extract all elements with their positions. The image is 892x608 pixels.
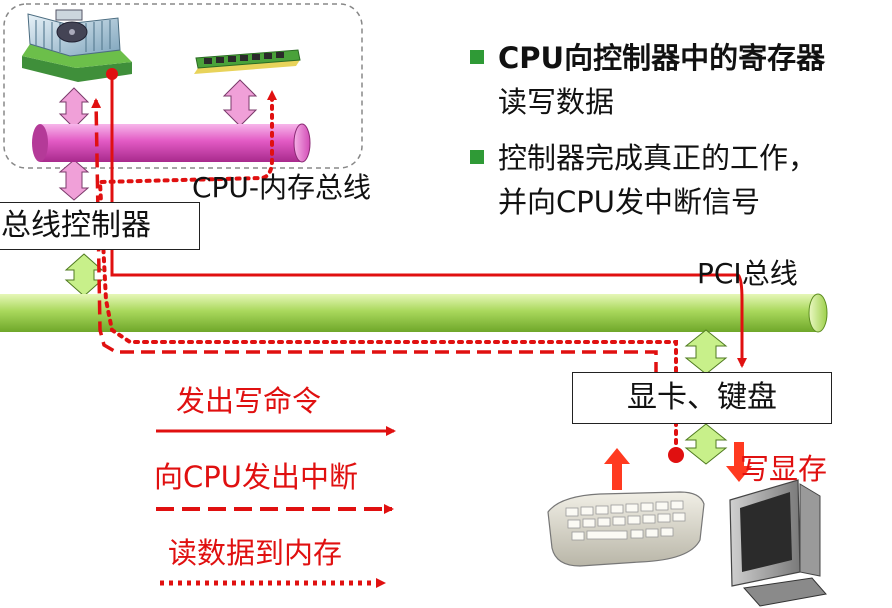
bullet-2-line1: 控制器完成真正的工作， — [498, 141, 818, 175]
membus-bridge-arrow — [58, 159, 90, 201]
cpu-memory-bus — [32, 123, 311, 163]
keyboard-icon — [547, 491, 705, 567]
graphics-keyboard-controller-box: 显卡、键盘 — [572, 372, 832, 424]
bullet-1-line2: 读写数据 — [498, 85, 615, 119]
write-vram-arrow — [726, 442, 752, 482]
write-command-origin — [106, 68, 118, 80]
pci-bus — [0, 293, 828, 333]
device-peripheral-arrow — [684, 423, 728, 465]
memory-module-icon — [194, 49, 301, 74]
bullet-item-1: CPU向控制器中的寄存器 读写数据 — [470, 36, 825, 124]
pci-bus-label: PCI总线 — [697, 257, 798, 290]
cpu-heatsink-icon — [22, 9, 132, 82]
monitor-icon — [729, 479, 827, 607]
write-command-path — [110, 74, 747, 368]
bridge-pci-arrow — [64, 253, 104, 297]
bullet-2-line2: 并向CPU发中断信号 — [498, 185, 760, 219]
pci-device-arrow — [684, 329, 728, 375]
legend-interrupt-label: 向CPU发出中断 — [154, 460, 358, 494]
legend-dma-read-label: 读数据到内存 — [168, 536, 343, 570]
keyboard-input-arrow — [604, 448, 630, 490]
bullet-item-2: 控制器完成真正的工作， 并向CPU发中断信号 — [470, 136, 817, 224]
cpu-memory-frame — [3, 3, 363, 169]
dma-read-path — [97, 90, 678, 454]
legend-write-command-label: 发出写命令 — [176, 384, 322, 418]
interrupt-path — [91, 98, 658, 376]
dma-read-origin — [668, 447, 684, 463]
cpu-membus-arrow — [58, 87, 90, 129]
bus-controller-box: 总线控制器 — [0, 202, 200, 250]
bullet-1-line1: CPU向控制器中的寄存器 — [498, 41, 826, 75]
cpu-memory-bus-label: CPU-内存总线 — [192, 171, 372, 204]
bullet-square-icon — [470, 50, 484, 64]
bullet-square-icon — [470, 150, 484, 164]
write-vram-label: 写显存 — [740, 452, 828, 486]
mem-membus-arrow — [222, 79, 258, 127]
